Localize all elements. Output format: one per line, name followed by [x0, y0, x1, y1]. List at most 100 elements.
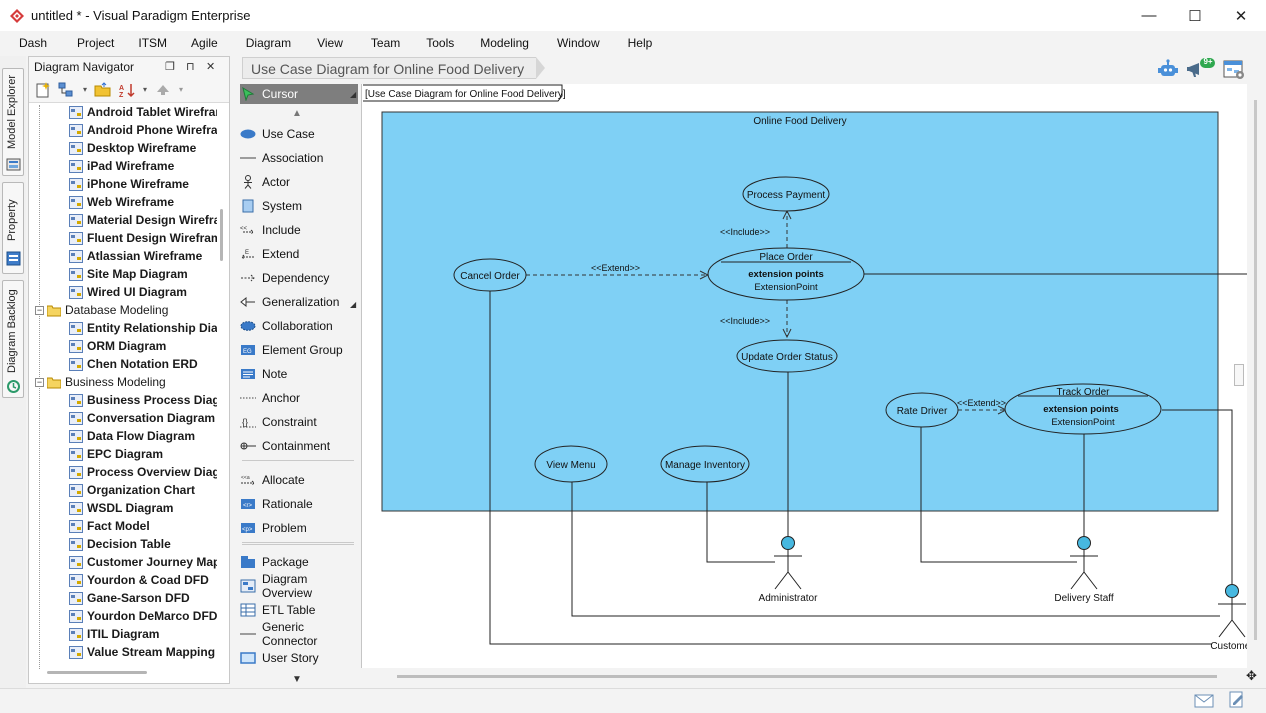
use-case-track-order[interactable]: Track Order extension points ExtensionPo…	[1004, 383, 1162, 435]
palette-diagram-overview[interactable]: Diagram Overview	[240, 572, 358, 600]
palette-user-story[interactable]: User Story	[240, 648, 358, 668]
palette-anchor[interactable]: Anchor	[240, 388, 358, 408]
canvas-split-handle[interactable]	[1234, 364, 1244, 386]
tree-item[interactable]: EPC Diagram	[69, 445, 163, 463]
tree-category[interactable]: −Database Modeling	[35, 301, 168, 319]
association-view-menu-customer[interactable]	[571, 482, 1220, 617]
menu-team[interactable]: Team	[370, 36, 401, 50]
menu-diagram[interactable]: Diagram	[245, 36, 292, 50]
tree-item[interactable]: Site Map Diagram	[69, 265, 188, 283]
palette-containment[interactable]: Containment	[240, 436, 358, 456]
tree-item[interactable]: Organization Chart	[69, 481, 195, 499]
open-folder-icon[interactable]	[93, 81, 113, 99]
tree-item[interactable]: WSDL Diagram	[69, 499, 173, 517]
robot-assistant-icon[interactable]	[1156, 58, 1180, 80]
actor-delivery-staff[interactable]	[1070, 536, 1098, 590]
tree-view-icon[interactable]	[57, 81, 77, 99]
association-staff-rate-driver[interactable]	[920, 410, 1077, 563]
tree-item[interactable]: iPhone Wireframe	[69, 175, 189, 193]
palette-note[interactable]: Note	[240, 364, 358, 384]
tree-item[interactable]: Value Stream Mapping	[69, 643, 215, 661]
navigator-scroll-thumb[interactable]	[220, 209, 223, 261]
tree-item[interactable]: Android Tablet Wireframe	[69, 105, 217, 121]
palette-generalization[interactable]: Generalization	[240, 292, 358, 312]
tree-item[interactable]: Web Wireframe	[69, 193, 174, 211]
tree-view-dropdown-icon[interactable]: ▾	[82, 85, 87, 94]
system-boundary[interactable]	[381, 111, 1219, 512]
palette-cursor[interactable]: Cursor	[240, 84, 358, 104]
tab-model-explorer[interactable]: Model Explorer	[2, 68, 24, 176]
tree-item[interactable]: Chen Notation ERD	[69, 355, 198, 373]
new-diagram-icon[interactable]	[33, 81, 53, 99]
tab-property[interactable]: Property	[2, 182, 24, 274]
tab-diagram-backlog[interactable]: Diagram Backlog	[2, 280, 24, 398]
canvas-vertical-scrollbar[interactable]	[1234, 84, 1266, 670]
breadcrumb-diagram[interactable]: Use Case Diagram for Online Food Deliver…	[242, 57, 537, 79]
palette-include[interactable]: <<Include	[240, 220, 358, 240]
canvas-horizontal-scrollbar[interactable]: ✥	[361, 668, 1257, 686]
tree-item[interactable]: Yourdon & Coad DFD	[69, 571, 209, 589]
maximize-button[interactable]: ☐	[1188, 7, 1202, 25]
diagram-settings-icon[interactable]	[1222, 58, 1246, 80]
tree-item[interactable]: Conversation Diagram	[69, 409, 215, 427]
association-cancel-order-customer[interactable]	[489, 291, 1212, 645]
tree-item[interactable]: Fluent Design Wireframe	[69, 229, 217, 247]
navigate-up-icon[interactable]	[153, 81, 173, 99]
tree-item[interactable]: Atlassian Wireframe	[69, 247, 202, 265]
tree-item[interactable]: Decision Table	[69, 535, 171, 553]
diagram-canvas[interactable]: [Use Case Diagram for Online Food Delive…	[361, 84, 1247, 668]
use-case-manage-inventory[interactable]: Manage Inventory	[660, 445, 750, 483]
use-case-view-menu[interactable]: View Menu	[534, 445, 608, 483]
canvas-vertical-scroll-thumb[interactable]	[1254, 100, 1257, 640]
palette-scroll-up-icon[interactable]: ▲	[292, 108, 302, 119]
tree-item[interactable]: Material Design Wireframe	[69, 211, 217, 229]
palette-scroll-down-icon[interactable]: ▼	[292, 674, 302, 685]
menu-project[interactable]: Project	[77, 36, 115, 50]
tree-category[interactable]: −Business Modeling	[35, 373, 166, 391]
close-panel-icon[interactable]: ✕	[206, 61, 216, 73]
generalization-expand-icon[interactable]: ◢	[350, 300, 357, 309]
use-case-update-order-status[interactable]: Update Order Status	[736, 339, 838, 373]
restore-panel-icon[interactable]: ❐	[165, 61, 175, 73]
menu-itsm[interactable]: ITSM	[138, 36, 168, 50]
palette-problem[interactable]: <p>Problem	[240, 518, 358, 538]
palette-package[interactable]: Package	[240, 552, 358, 572]
association-admin-manage-inventory[interactable]	[706, 479, 775, 563]
tree-item[interactable]: ITIL Diagram	[69, 625, 159, 643]
collapse-toggle-icon[interactable]: −	[35, 304, 44, 315]
menu-help[interactable]: Help	[627, 36, 653, 50]
menu-view[interactable]: View	[317, 36, 343, 50]
navigator-vertical-scrollbar[interactable]	[219, 105, 225, 665]
palette-association[interactable]: Association	[240, 148, 358, 168]
use-case-place-order[interactable]: Place Order extension points ExtensionPo…	[707, 247, 865, 301]
edit-document-icon[interactable]	[1229, 691, 1245, 709]
menu-dash[interactable]: Dash	[19, 36, 48, 50]
use-case-rate-driver[interactable]: Rate Driver	[885, 392, 959, 428]
palette-constraint[interactable]: {}Constraint	[240, 412, 358, 432]
menu-tools[interactable]: Tools	[426, 36, 455, 50]
navigate-up-dropdown-icon[interactable]: ▾	[178, 85, 183, 94]
palette-rationale[interactable]: <r>Rationale	[240, 494, 358, 514]
tree-item[interactable]: Desktop Wireframe	[69, 139, 196, 157]
navigator-horizontal-scrollbar[interactable]	[47, 671, 147, 674]
menu-modeling[interactable]: Modeling	[480, 36, 529, 50]
use-case-process-payment[interactable]: Process Payment	[742, 176, 830, 212]
close-button[interactable]: ✕	[1234, 7, 1248, 25]
palette-system[interactable]: System	[240, 196, 358, 216]
mail-icon[interactable]	[1194, 694, 1214, 708]
palette-collaboration[interactable]: Collaboration	[240, 316, 358, 336]
tree-item[interactable]: Yourdon DeMarco DFD	[69, 607, 217, 625]
tree-item[interactable]: Customer Journey Mapping	[69, 553, 217, 571]
association-track-order-customer[interactable]	[1162, 409, 1233, 584]
actor-customer[interactable]	[1218, 584, 1246, 638]
tree-item[interactable]: ORM Diagram	[69, 337, 166, 355]
palette-use-case[interactable]: Use Case	[240, 124, 358, 144]
tree-item[interactable]: Entity Relationship Diagram	[69, 319, 217, 337]
pin-icon[interactable]: ⊓	[186, 61, 195, 73]
palette-dependency[interactable]: Dependency	[240, 268, 358, 288]
tree-item[interactable]: iPad Wireframe	[69, 157, 174, 175]
